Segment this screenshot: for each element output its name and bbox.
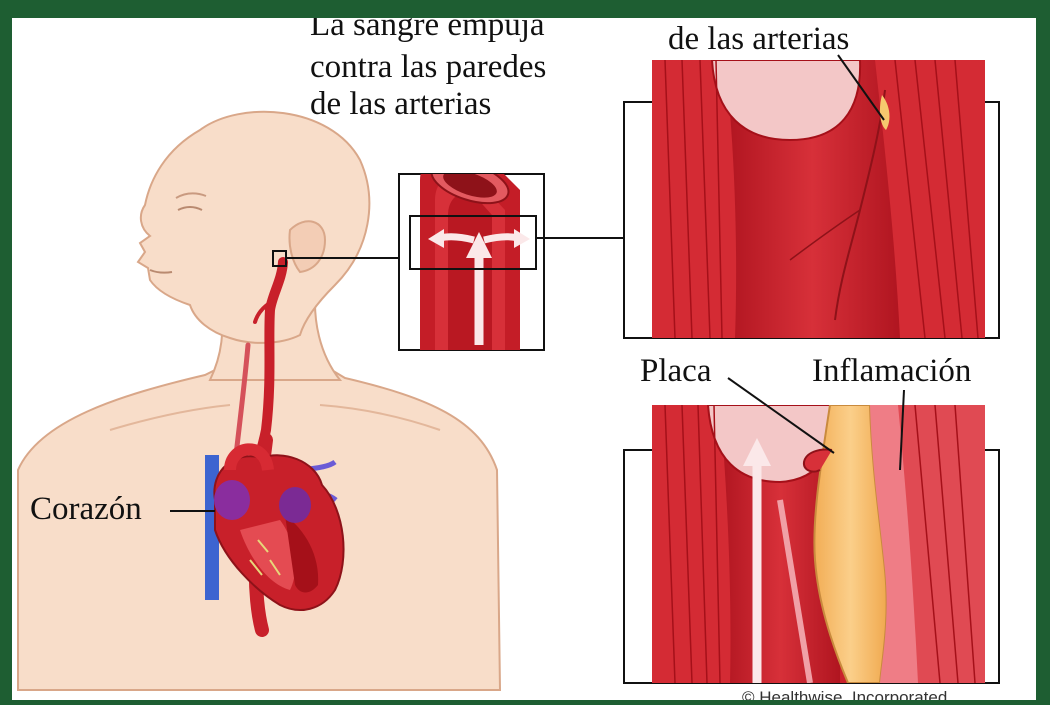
heart-atrium-right: [279, 487, 311, 523]
frame-top: [0, 0, 1050, 18]
plaque-label: Placa: [640, 354, 711, 389]
heart-atrium-left: [214, 480, 250, 520]
arrow-left: [440, 237, 474, 240]
pressure-label-line2: contra las paredes: [310, 50, 546, 85]
panel-damaged-wall: [624, 60, 999, 338]
heart-label: Corazón: [30, 492, 142, 527]
pressure-label-line3: de las arterias: [310, 87, 491, 122]
inflammation-label: Inflamación: [812, 354, 971, 389]
damage-label-tail: de las arterias: [668, 22, 849, 57]
frame-right: [1036, 0, 1050, 705]
frame-left: [0, 0, 12, 705]
frame-bottom: [0, 700, 1050, 705]
panel-plaque: [624, 405, 999, 683]
vessel-box: [399, 144, 544, 350]
arrow-right: [484, 237, 518, 240]
head-shape: [138, 112, 369, 343]
